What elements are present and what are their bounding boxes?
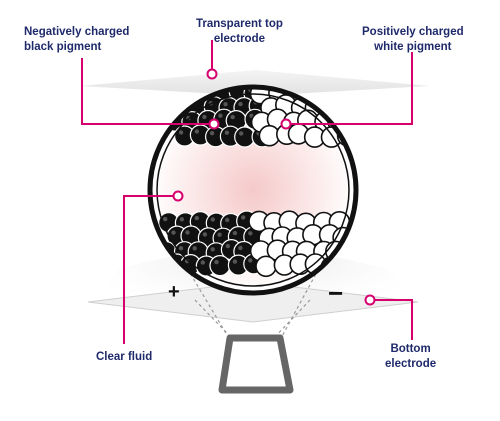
callout-dot-top-electrode [206, 68, 218, 80]
label-white-pigment: Positively charged white pigment [362, 26, 464, 53]
black-pigment-particle-highlight [238, 101, 243, 107]
black-pigment-particle-highlight [239, 131, 244, 136]
black-pigment-particle-highlight [209, 131, 215, 136]
black-pigment-particle-highlight [178, 246, 184, 251]
black-pigment-particle-highlight [210, 217, 215, 222]
black-pigment-particle-highlight [200, 260, 205, 265]
bottom-electrode-plane [87, 281, 419, 323]
black-pigment-particle-highlight [225, 243, 231, 249]
white-pigment-particle [335, 95, 355, 117]
black-pigment-particle-highlight [185, 230, 190, 235]
black-pigment-particle-highlight [202, 232, 208, 237]
black-pigment-particle-highlight [170, 115, 175, 120]
black-pigment-particle-highlight [230, 114, 235, 120]
pixel-cell [218, 334, 294, 394]
top-electrode-plane [80, 70, 430, 96]
callout-dots [172, 68, 376, 306]
black-pigment-particle-highlight [248, 231, 253, 236]
label-clear-fluid: Clear fluid [96, 351, 153, 363]
black-pigment-particle-highlight [224, 130, 230, 135]
black-pigment-particle-highlight [214, 259, 219, 265]
black-pigment-particle-highlight [171, 230, 176, 235]
black-pigment-particle-highlight [218, 113, 223, 118]
black-pigment-particle-highlight [178, 130, 184, 135]
black-pigment-particle-highlight [179, 217, 185, 222]
callout-dot-white-pigment [280, 118, 292, 130]
minus-sign: − [328, 278, 344, 308]
label-black-pigment: Negatively charged black pigment [24, 26, 130, 53]
black-pigment-particle [209, 255, 231, 277]
white-pigment-particle [255, 255, 277, 278]
black-pigment-particle-highlight [241, 215, 246, 220]
microcapsule-shell [147, 84, 359, 296]
black-pigment-particle-highlight [248, 258, 253, 263]
black-pigment-particle-highlight [232, 230, 238, 236]
black-pigment-particle-highlight [192, 246, 197, 251]
callout-dot-bottom-electrode [364, 294, 376, 306]
black-pigment-particle-highlight [202, 114, 207, 120]
black-pigment-particle-highlight [210, 247, 215, 252]
black-pigment-particle-highlight [179, 100, 184, 106]
label-bottom-electrode: Bottom electrode [385, 343, 437, 370]
black-pigment-particle-highlight [194, 215, 199, 221]
black-pigment-particle-highlight [217, 232, 222, 237]
plus-sign: + [168, 281, 180, 303]
black-pigment-particle-highlight [238, 245, 243, 251]
black-pigment-particle-highlight [194, 129, 200, 134]
microcapsule-shell-inner [156, 93, 350, 287]
black-pigment-particle-highlight [232, 259, 238, 264]
black-pigment-particle-highlight [163, 216, 168, 222]
callout-dot-black-pigment [208, 118, 220, 130]
black-pigment-particle-highlight [223, 102, 228, 107]
label-top-electrode: Transparent top electrode [196, 18, 283, 45]
black-pigment-particle-highlight [225, 217, 230, 223]
callout-dot-clear-fluid [172, 190, 184, 202]
callout-lines [81, 40, 413, 344]
